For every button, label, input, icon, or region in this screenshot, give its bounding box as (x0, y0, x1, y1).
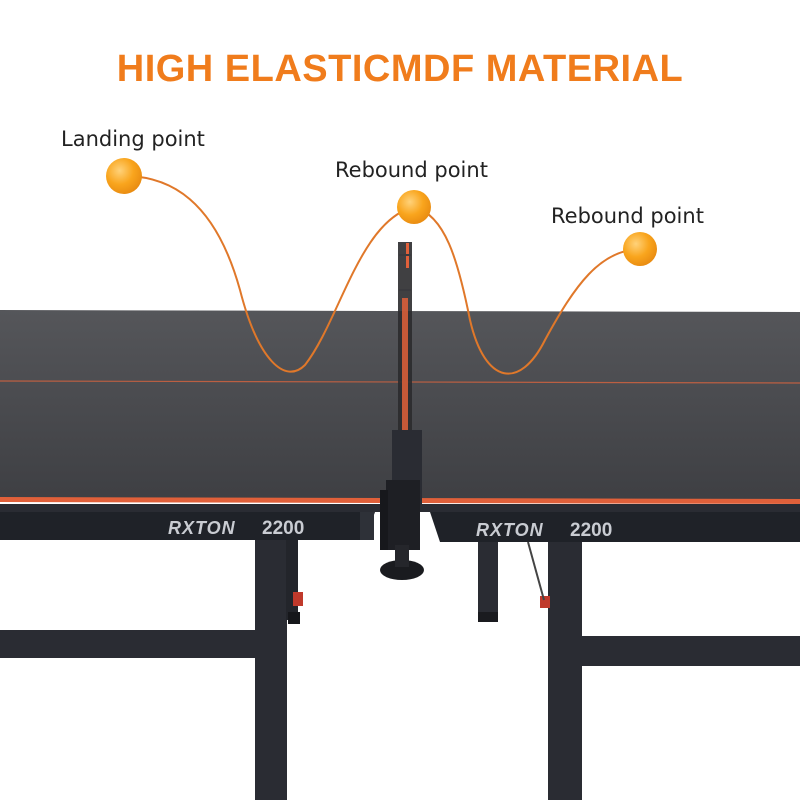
table-apron (0, 512, 800, 542)
brand-name-left: RXTON (168, 518, 236, 538)
brand-model-right: 2200 (570, 520, 612, 541)
ball-rebound-point-1 (397, 190, 431, 224)
ball-landing-point (106, 158, 142, 194)
headline: HIGH ELASTICMDF MATERIAL (116, 48, 684, 90)
label-rebound-point-2: Rebound point (551, 204, 704, 228)
ball-rebound-point-2 (623, 232, 657, 266)
table-legs-front (0, 540, 800, 800)
brand-name-right: RXTON (476, 520, 544, 540)
table-legs-back (478, 530, 498, 622)
brand-model-left: 2200 (262, 518, 304, 539)
net-assembly (380, 242, 424, 580)
label-rebound-point-1: Rebound point (335, 158, 488, 182)
label-landing-point: Landing point (61, 127, 205, 151)
